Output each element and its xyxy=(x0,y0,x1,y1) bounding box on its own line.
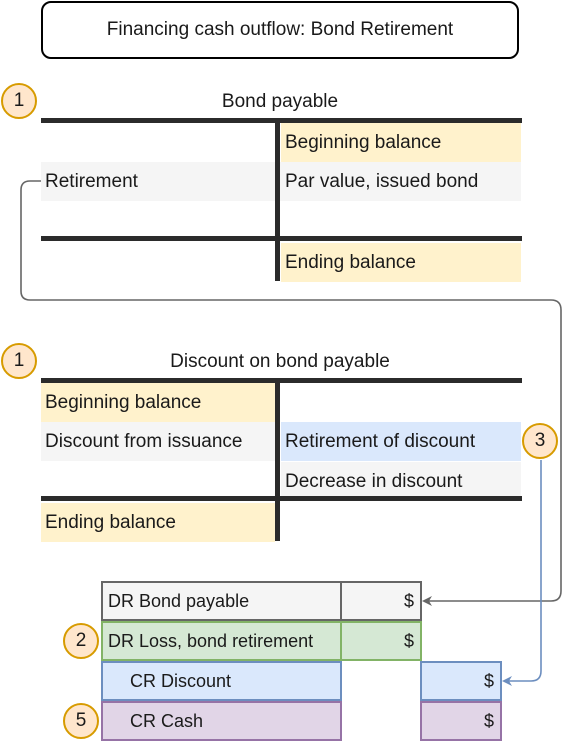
t-account-top-bar xyxy=(41,118,522,123)
journal-cr-discount-amount: $ xyxy=(420,661,502,701)
journal-cr-cash-amount: $ xyxy=(420,701,502,741)
retirement-discount-to-cr-discount-arrow xyxy=(502,460,542,686)
step-badge-2: 2 xyxy=(63,623,99,659)
bond-ending-balance: Ending balance xyxy=(281,243,521,282)
step-badge-1-discount: 1 xyxy=(1,343,37,379)
t-account-divider xyxy=(275,118,280,281)
discount-total-bar xyxy=(41,496,522,501)
t-account-total-bar xyxy=(41,236,522,241)
bond-row-2-bg xyxy=(41,162,521,201)
journal-dr-bond-payable-amount: $ xyxy=(340,581,422,621)
step-badge-3: 3 xyxy=(522,423,558,459)
bond-par-value-issued: Par value, issued bond xyxy=(285,170,479,192)
retirement-of-discount: Retirement of discount xyxy=(281,422,521,461)
discount-from-issuance: Discount from issuance xyxy=(41,422,275,461)
discount-top-bar xyxy=(41,378,522,383)
discount-label: Discount on bond payable xyxy=(170,351,390,372)
journal-dr-loss: DR Loss, bond retirement xyxy=(101,621,342,661)
bond-retirement: Retirement xyxy=(45,170,138,192)
diagram-title: Financing cash outflow: Bond Retirement xyxy=(41,1,519,59)
journal-cr-cash: CR Cash xyxy=(101,701,342,741)
decrease-in-discount: Decrease in discount xyxy=(281,462,521,501)
discount-divider xyxy=(275,378,280,541)
journal-dr-loss-amount: $ xyxy=(340,621,422,661)
bond-payable-label: Bond payable xyxy=(221,91,339,112)
discount-ending-balance: Ending balance xyxy=(41,503,275,542)
discount-beginning-balance: Beginning balance xyxy=(41,383,275,422)
retirement-to-bond-payable-arrow xyxy=(20,180,562,606)
step-badge-1: 1 xyxy=(1,83,37,119)
journal-cr-discount: CR Discount xyxy=(101,661,342,701)
step-badge-5: 5 xyxy=(63,703,99,739)
bond-beginning-balance: Beginning balance xyxy=(281,123,521,162)
journal-dr-bond-payable: DR Bond payable xyxy=(101,581,342,621)
